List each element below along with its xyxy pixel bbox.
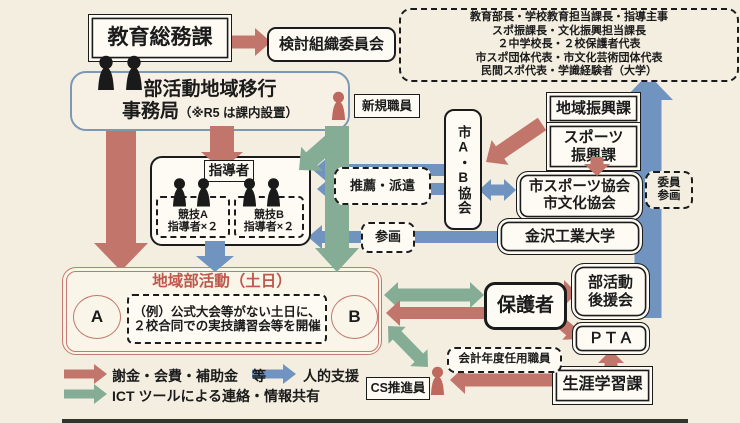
committee-join-label-box: 委員 参画 [645, 171, 693, 209]
office-to-club-pink-arrow [94, 126, 148, 271]
legend-green-arrow [64, 384, 107, 404]
legend-blue-text: 人的支援 [303, 368, 359, 384]
members-line: ２中学校長・２校保護者代表 [497, 38, 641, 51]
lifelong-learning-box: 生涯学習課 [552, 366, 653, 405]
guardians-box: 保護者 [484, 282, 567, 330]
page-edge-strip [62, 419, 688, 423]
office-person-icon [121, 55, 147, 91]
regional-dev-label: 地域振興課 [555, 99, 631, 117]
university-label: 金沢工業大学 [524, 227, 615, 245]
legend-pink-text: 謝金・会費・補助金 等 [112, 368, 266, 384]
general-affairs-box: 教育総務課 [88, 14, 232, 62]
school-b-label: B [348, 307, 361, 327]
group-a-line2: 指導者×２ [167, 221, 219, 234]
guardians-label: 保護者 [496, 295, 554, 317]
group-b-line2: 指導者×２ [243, 221, 295, 234]
guardians-to-club-arrow [386, 300, 484, 326]
school-b-circle: B [331, 295, 378, 339]
sportsdiv-to-cityab-arrow [486, 117, 547, 165]
city-ab-assoc-box: 市A・B協会 [444, 109, 482, 230]
members-line: 教育部長・学校教育担当課長・指導主事 [470, 11, 668, 24]
new-staff-person-icon [328, 89, 349, 123]
sports-div-line2: 振興課 [570, 146, 616, 164]
group-a-box: 競技A 指導者×２ [156, 196, 230, 238]
instructor-person-icon [193, 177, 214, 208]
club-activity-title: 地域部活動（土日） [152, 273, 292, 291]
university-box: 金沢工業大学 [497, 218, 643, 255]
support-line2: 後援会 [587, 291, 633, 309]
pta-label: ＰＴＡ [588, 329, 634, 347]
cityab-citysports-double-arrow [479, 179, 516, 201]
cs-promoter-person-icon [427, 364, 448, 398]
club-note-line1: （例）公式大会等がない土日に、 [133, 304, 321, 319]
instructor-person-icon [263, 177, 284, 208]
club-guardians-double-arrow [384, 282, 484, 308]
pta-box: ＰＴＡ [572, 322, 650, 355]
cs-promoter-label-box: CS推進員 [366, 377, 430, 400]
review-committee-box: 検討組織委員会 [267, 27, 396, 62]
members-line: スポ振課長・文化振興担当課長 [492, 24, 646, 37]
support-assoc-box: 部活動 後援会 [571, 263, 650, 320]
sports-div-box: スポーツ 振興課 [546, 122, 641, 171]
members-line: 民間スポ代表・学識経験者（大学） [481, 65, 657, 78]
school-a-label: A [90, 307, 104, 327]
office-line2: 事務局（※R5 は課内設置） [121, 101, 299, 122]
legend-green-text: ICT ツールによる連絡・情報共有 [112, 388, 321, 404]
committee-join-line1: 委員 [657, 176, 681, 189]
review-committee-label: 検討組織委員会 [278, 35, 384, 53]
instructor-person-icon [239, 177, 260, 208]
new-staff-label-box: 新規職員 [354, 94, 420, 118]
regional-dev-box: 地域振興課 [546, 92, 641, 125]
committee-join-line2: 参画 [657, 190, 681, 202]
club-note-box: （例）公式大会等がない土日に、 ２校合同での実技講習会等を開催 [127, 294, 327, 344]
city-sports-line2: 市文化協会 [543, 196, 616, 212]
lifelong-learning-label: 生涯学習課 [562, 376, 643, 394]
participation-label-box: 参画 [361, 222, 415, 253]
committee-members-box: 教育部長・学校教育担当課長・指導主事 スポ振課長・文化振興担当課長 ２中学校長・… [399, 8, 739, 82]
recommend-dispatch-label-box: 推薦・派遣 [334, 167, 431, 205]
school-a-circle: A [73, 295, 121, 339]
support-line1: 部活動 [587, 274, 633, 292]
new-staff-label: 新規職員 [361, 98, 412, 113]
city-sports-assoc-box: 市スポーツ協会 市文化協会 [516, 171, 643, 221]
group-b-line1: 競技B [254, 208, 284, 221]
general-affairs-label: 教育総務課 [107, 25, 213, 49]
instructor-person-icon [169, 177, 190, 208]
fiscal-year-staff-label-box: 会計年度任用職員 [447, 347, 562, 373]
club-cs-double-arrow [388, 326, 428, 367]
members-line: 市スポ団体代表・市文化芸術団体代表 [475, 51, 663, 64]
office-line1: 部活動地域移行 [143, 79, 277, 101]
participation-label: 参画 [374, 229, 401, 245]
club-note-line2: ２校合同での実技講習会等を開催 [133, 319, 321, 333]
recommend-dispatch-label: 推薦・派遣 [349, 177, 415, 193]
fiscal-year-staff-label: 会計年度任用職員 [458, 353, 551, 366]
transition-office-box: 部活動地域移行 事務局（※R5 は課内設置） [70, 71, 350, 131]
legend-pink-arrow [64, 364, 107, 384]
sports-div-line1: スポーツ [563, 129, 624, 147]
office-person-icon [93, 55, 119, 91]
city-ab-assoc-label: 市A・B協会 [455, 124, 471, 215]
cs-promoter-label: CS推進員 [370, 381, 426, 396]
city-sports-line1: 市スポーツ協会 [528, 179, 631, 196]
group-a-line1: 競技A [178, 208, 208, 221]
